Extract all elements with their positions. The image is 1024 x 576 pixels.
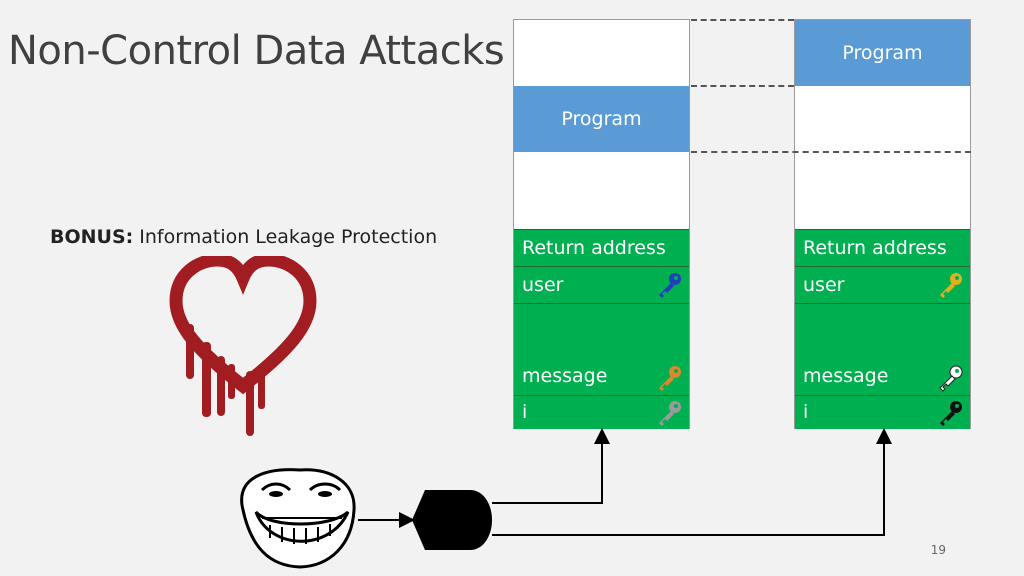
stack-right-return-label: Return address xyxy=(803,237,947,259)
stack-right-return-address: Return address xyxy=(795,229,970,266)
stack-right-user-label: user xyxy=(803,274,845,296)
stack-left-message-label: message xyxy=(522,365,608,387)
stack-left: Program Return address user message i xyxy=(513,19,690,429)
dashed-connector-top xyxy=(691,19,794,21)
key-icon xyxy=(659,273,681,298)
arrow-to-left-stack xyxy=(492,428,610,504)
arrow-to-right-stack xyxy=(492,428,892,536)
slide-title: Non-Control Data Attacks xyxy=(8,28,505,74)
dashed-connector-bottom xyxy=(691,151,971,153)
page-number: 19 xyxy=(930,543,946,557)
stack-right-message: message xyxy=(795,303,970,395)
stack-right-message-label: message xyxy=(803,365,889,387)
stack-right-user: user xyxy=(795,266,970,303)
stack-left-i: i xyxy=(514,395,689,429)
key-icon xyxy=(939,365,963,392)
key-icon xyxy=(940,401,962,426)
key-icon xyxy=(940,273,962,298)
stack-right-program: Program xyxy=(795,20,970,86)
bonus-text: Information Leakage Protection xyxy=(133,226,438,248)
stack-left-program: Program xyxy=(514,86,689,152)
key-icon xyxy=(659,366,681,391)
stack-left-return-address: Return address xyxy=(514,229,689,266)
bonus-caption: BONUS: Information Leakage Protection xyxy=(50,226,437,248)
stack-right-i: i xyxy=(795,395,970,429)
troll-face-icon xyxy=(240,468,356,569)
multiplexer-gate-icon xyxy=(412,490,492,550)
stack-left-message: message xyxy=(514,303,689,395)
stack-right: Program Return address user message i xyxy=(794,19,971,429)
stack-left-user: user xyxy=(514,266,689,303)
bonus-strong: BONUS: xyxy=(50,226,134,248)
heartbleed-logo-icon xyxy=(169,256,317,436)
stack-left-i-label: i xyxy=(522,401,528,423)
stack-right-i-label: i xyxy=(803,401,809,423)
dashed-connector-middle xyxy=(691,85,794,87)
key-icon xyxy=(659,401,681,426)
stack-left-return-label: Return address xyxy=(522,237,666,259)
stack-left-user-label: user xyxy=(522,274,564,296)
